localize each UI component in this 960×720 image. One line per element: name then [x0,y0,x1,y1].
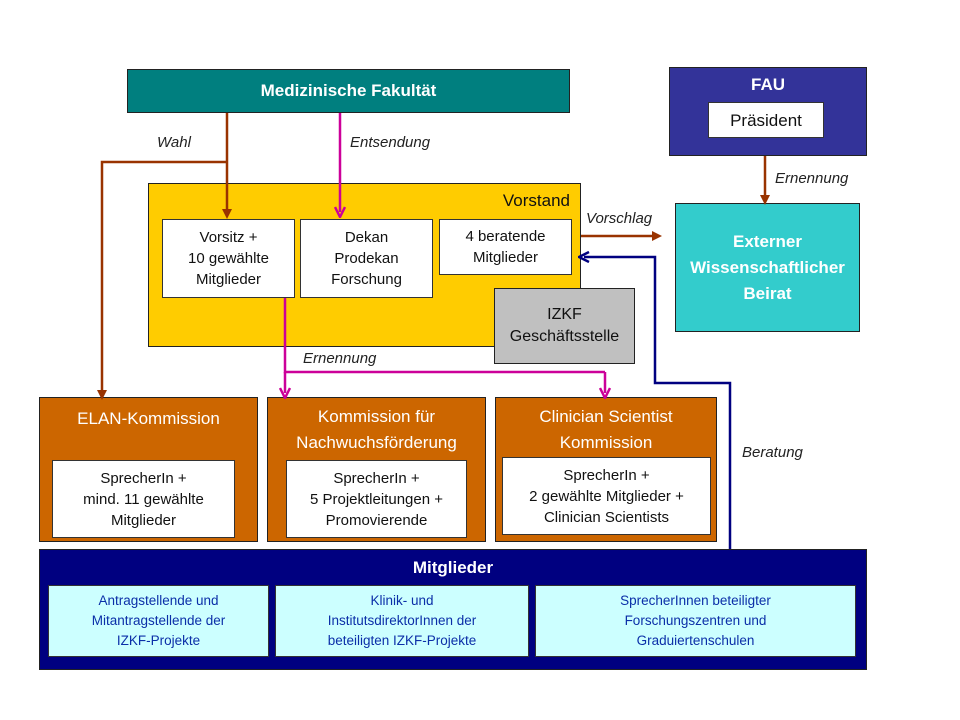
medizinische-fakultaet-title: Medizinische Fakultät [260,81,437,100]
medizinische-fakultaet-box: Medizinische Fakultät [127,69,570,113]
fau-title: FAU [751,75,785,94]
mitglieder-title: Mitglieder [412,558,494,577]
label-entsendung: Entsendung [350,134,431,151]
label-ernennung-kommissionen: Ernennung [303,350,377,367]
elan-kommission-title: ELAN-Kommission [77,409,220,428]
fau-box: FAU Präsident [669,67,867,156]
izkf-title: IZKF Geschäftsstelle [509,306,620,345]
clinician-scientist-kommission-members: SprecherIn + 2 gewählte Mitglieder + Cli… [502,457,711,535]
vorstand-dekan-box: Dekan Prodekan Forschung [300,219,433,298]
nachwuchs-kommission-title: Kommission für Nachwuchsförderung [296,407,457,452]
label-beratung: Beratung [742,444,803,461]
vorstand-beratende-box: 4 beratende Mitglieder [439,219,572,275]
mitglieder-group-antragstellende: Antragstellende und Mitantragstellende d… [48,585,269,657]
elan-kommission-members: SprecherIn + mind. 11 gewählte Mitgliede… [52,460,235,538]
beirat-title: Externer Wissenschaftlicher Beirat [690,231,845,303]
mitglieder-group-sprecher: SprecherInnen beteiligter Forschungszent… [535,585,856,657]
clinician-scientist-kommission-box: Clinician Scientist Kommission SprecherI… [495,397,717,542]
mitglieder-box: Mitglieder Antragstellende und Mitantrag… [39,549,867,670]
izkf-geschaeftsstelle-box: IZKF Geschäftsstelle [494,288,635,364]
label-vorschlag: Vorschlag [586,210,653,227]
elan-kommission-box: ELAN-Kommission SprecherIn + mind. 11 ge… [39,397,258,542]
clinician-scientist-kommission-title: Clinician Scientist Kommission [539,407,673,452]
nachwuchs-kommission-members: SprecherIn + 5 Projektleitungen + Promov… [286,460,467,538]
praesident-box: Präsident [708,102,824,138]
nachwuchs-kommission-box: Kommission für Nachwuchsförderung Sprech… [267,397,486,542]
beirat-box: Externer Wissenschaftlicher Beirat [675,203,860,332]
vorstand-vorsitz-box: Vorsitz + 10 gewählte Mitglieder [162,219,295,298]
label-ernennung-beirat: Ernennung [775,170,849,187]
vorstand-title: Vorstand [502,191,570,210]
mitglieder-group-direktoren: Klinik- und InstitutsdirektorInnen der b… [275,585,529,657]
label-wahl: Wahl [157,134,191,151]
